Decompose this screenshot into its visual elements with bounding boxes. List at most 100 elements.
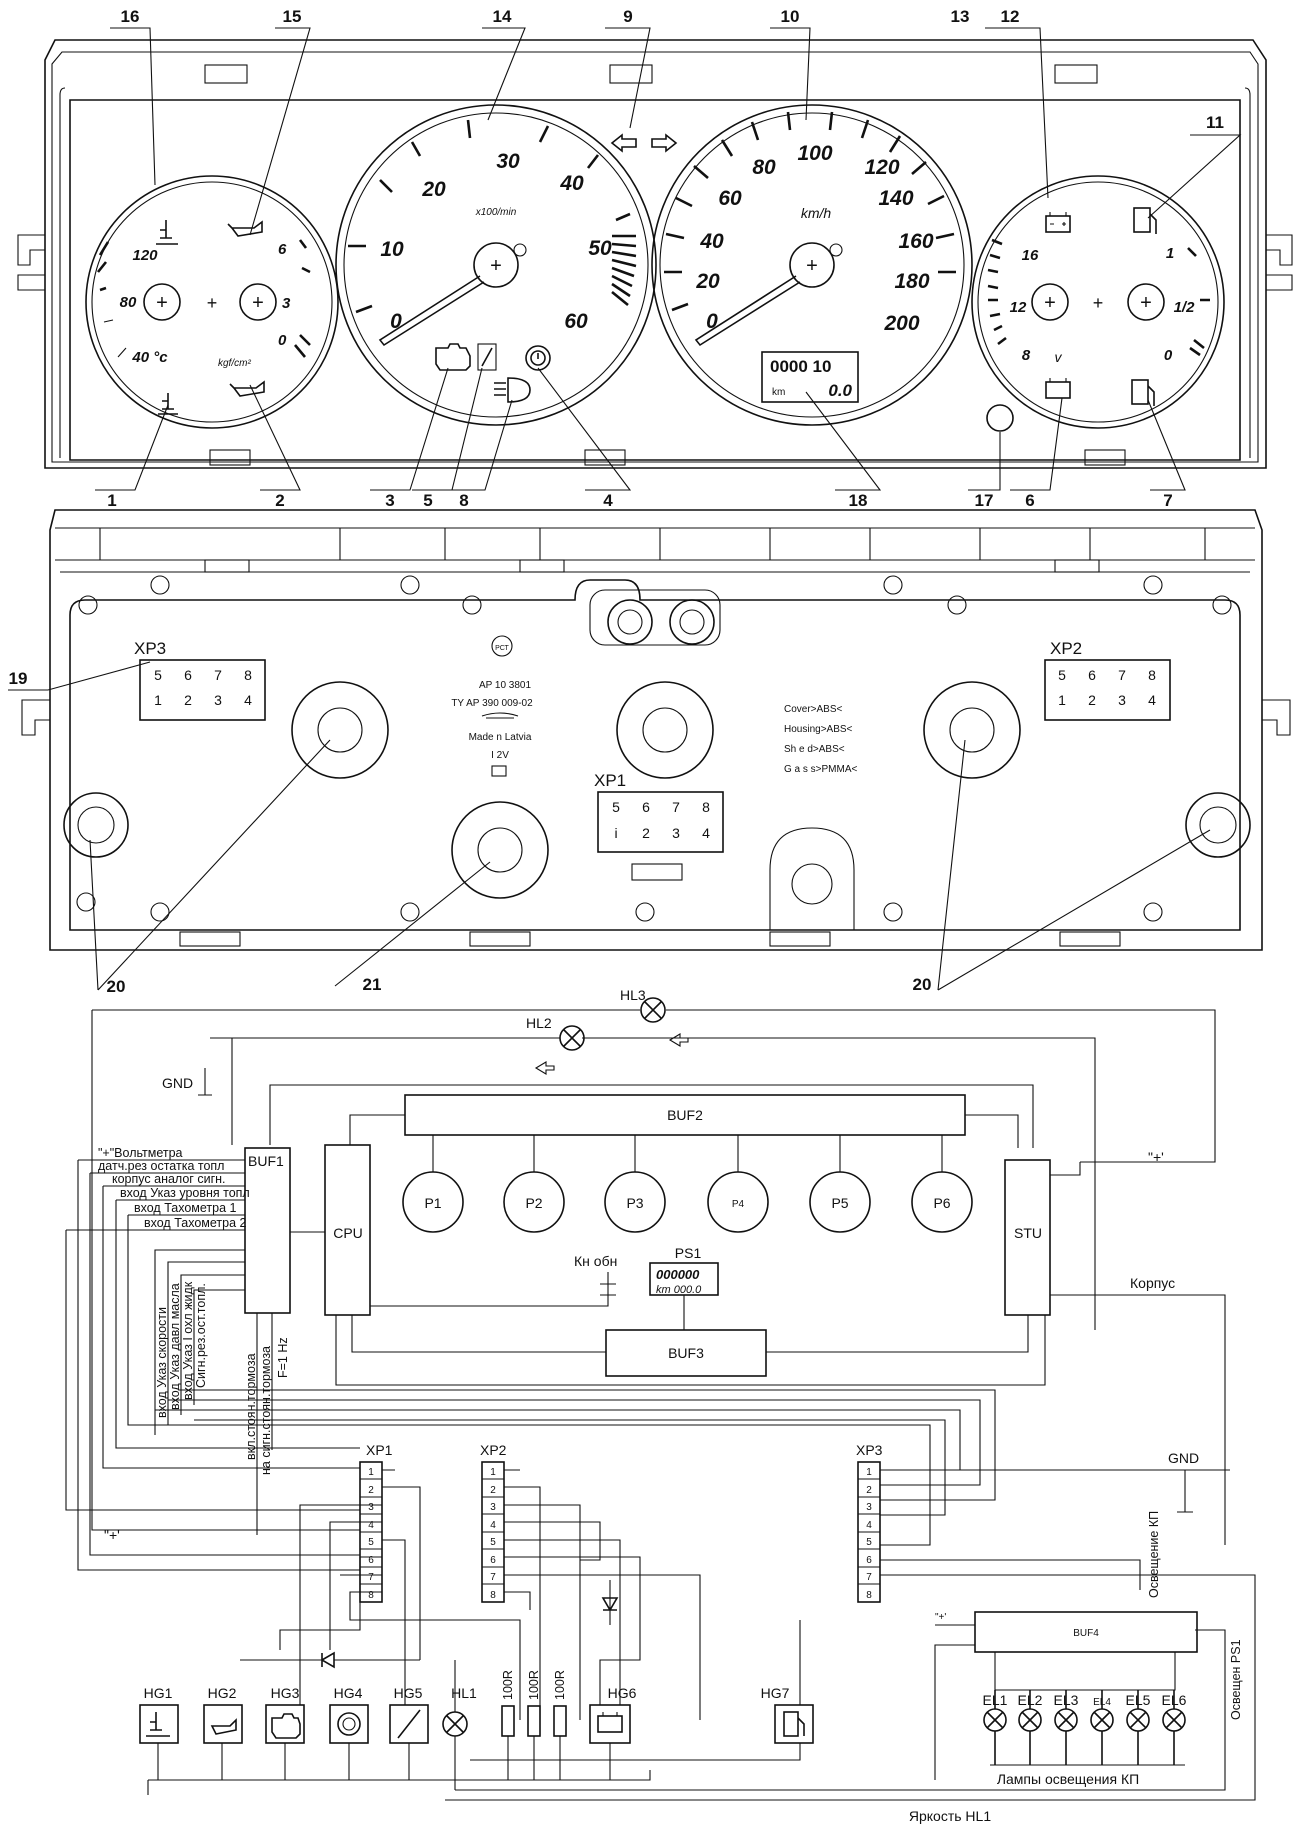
speed-0: 0 [706, 310, 718, 333]
tacho-10: 10 [380, 238, 404, 261]
svg-text:8: 8 [244, 667, 252, 683]
plus-left-label: "+' [104, 1527, 120, 1543]
reset-button-label: Кн обн [574, 1253, 617, 1269]
buf3-block [605, 1329, 767, 1377]
reset-knob [986, 404, 1014, 432]
callout-11: 11 [1206, 113, 1224, 132]
svg-text:2: 2 [490, 1485, 496, 1496]
svg-text:4: 4 [490, 1520, 496, 1531]
temp-scale-80: 80 [120, 294, 137, 311]
svg-text:2: 2 [1088, 692, 1096, 708]
svg-text:+: + [490, 255, 502, 277]
approval-mark: РСТ [495, 645, 509, 652]
battery-icon [597, 1715, 623, 1733]
callout-19: 19 [9, 669, 28, 688]
svg-text:P1: P1 [424, 1195, 441, 1211]
tacho-40: 40 [559, 172, 584, 195]
temp-scale-40: 40 °c [131, 349, 168, 366]
buf4-label: BUF4 [1073, 1628, 1099, 1639]
svg-text:6: 6 [866, 1555, 872, 1566]
buf1-in-analog-gnd: корпус аналог сигн. [112, 1172, 226, 1186]
svg-text:HG6: HG6 [608, 1685, 637, 1701]
speed-20: 20 [695, 270, 720, 293]
svg-text:XP3: XP3 [856, 1442, 883, 1458]
schematic-xp1: XP1 1 2 3 4 5 6 7 8 [359, 1442, 393, 1603]
callout-4: 4 [603, 491, 613, 510]
tacho-0: 0 [390, 310, 402, 333]
diode-horizontal-icon [320, 1651, 335, 1669]
svg-text:5: 5 [490, 1537, 496, 1548]
speed-200: 200 [883, 312, 919, 335]
svg-text:6: 6 [184, 667, 192, 683]
made-in: Made n Latvia [469, 732, 532, 743]
ps1-km: km 000.0 [656, 1284, 702, 1296]
svg-text:7: 7 [368, 1572, 374, 1583]
schematic-xp3: XP3 1 2 3 4 5 6 7 8 [856, 1442, 883, 1603]
svg-text:3: 3 [866, 1502, 872, 1513]
svg-text:8: 8 [368, 1590, 374, 1601]
callout-3: 3 [385, 491, 394, 510]
stu-label: STU [1014, 1225, 1042, 1241]
rear-housing-outline [49, 509, 1263, 951]
callout-9: 9 [623, 7, 632, 26]
gnd-right: GND [1168, 1450, 1199, 1466]
wiring-schematic: HL3 HL2 GND BUF2 P1 P2 P3 P4 [65, 987, 1256, 1824]
buf1-in-tacho2: вход Тахометра 2 [144, 1216, 247, 1230]
svg-text:EL2: EL2 [1018, 1692, 1043, 1708]
lamp-hg1: HG1 [139, 1685, 179, 1780]
lamp-hg7: HG7 [761, 1685, 814, 1744]
brightness-label: Яркость HL1 [909, 1808, 991, 1824]
xp1-label: XP1 [594, 771, 626, 790]
svg-text:P2: P2 [525, 1195, 542, 1211]
tacho-60: 60 [564, 310, 588, 333]
buf1-in-fuel-level: вход Указ уровня топл [120, 1186, 250, 1200]
svg-text:3: 3 [672, 825, 680, 841]
speed-180: 180 [894, 270, 929, 293]
svg-text:7: 7 [1118, 667, 1126, 683]
callout-13: 13 [951, 7, 970, 26]
connector-xp3: XP3 5 6 7 8 1 2 3 4 [134, 639, 266, 721]
svg-text:100R: 100R [527, 1670, 541, 1700]
lamp-hg5: HG5 [389, 1685, 429, 1780]
volt-fuel-gauge: + + + 16 12 8 v 1 1/2 0 [971, 175, 1225, 429]
temp-scale-120: 120 [132, 247, 158, 264]
ps1-label: PS1 [675, 1245, 702, 1261]
svg-text:HG3: HG3 [271, 1685, 300, 1701]
volt-unit: v [1055, 349, 1063, 365]
lamp-el2: EL2 [1018, 1690, 1043, 1765]
voltage-label: I 2V [491, 750, 509, 761]
lamp-hl3 [640, 997, 666, 1023]
speedometer: + 0 20 40 60 80 100 120 140 160 180 200 … [651, 104, 973, 426]
check-engine-icon [271, 1713, 301, 1739]
svg-text:i: i [614, 825, 617, 841]
svg-text:4: 4 [244, 692, 252, 708]
diode-vertical-icon [601, 1597, 619, 1612]
callout-8: 8 [459, 491, 468, 510]
front-view: + + + 120 80 40 °c 6 3 0 kgf/cm² [17, 7, 1293, 510]
oil-scale-0: 0 [278, 332, 287, 349]
callout-7: 7 [1163, 491, 1172, 510]
svg-text:HG1: HG1 [144, 1685, 173, 1701]
svg-text:100R: 100R [553, 1670, 567, 1700]
callout-1: 1 [107, 491, 116, 510]
buf1-in-oil-pressure: вход Указ давл масла [168, 1283, 182, 1410]
resistor-bank: 100R 100R 100R [501, 1670, 567, 1780]
coolant-temp-icon [156, 220, 178, 415]
buf1-in-fuel-reserve-signal: Сигн.рез.ост.топл. [194, 1283, 208, 1388]
svg-text:3: 3 [1118, 692, 1126, 708]
headlight-icon [494, 377, 531, 403]
svg-text:7: 7 [214, 667, 222, 683]
tacho-unit: x100/min [475, 207, 517, 218]
speed-120: 120 [864, 156, 899, 179]
check-engine-icon [435, 343, 471, 371]
svg-text:2: 2 [368, 1485, 374, 1496]
tacho-20: 20 [421, 178, 446, 201]
part-number: AP 10 3801 [479, 680, 532, 691]
pointer-p5: P5 [809, 1135, 871, 1233]
material-shield: Sh e d>ABS< [784, 744, 845, 755]
cpu-block [324, 1144, 371, 1316]
volt-16: 16 [1022, 247, 1039, 264]
callout-20-right: 20 [913, 975, 932, 994]
callout-16: 16 [121, 7, 140, 26]
pointer-p4: P4 [707, 1135, 769, 1233]
